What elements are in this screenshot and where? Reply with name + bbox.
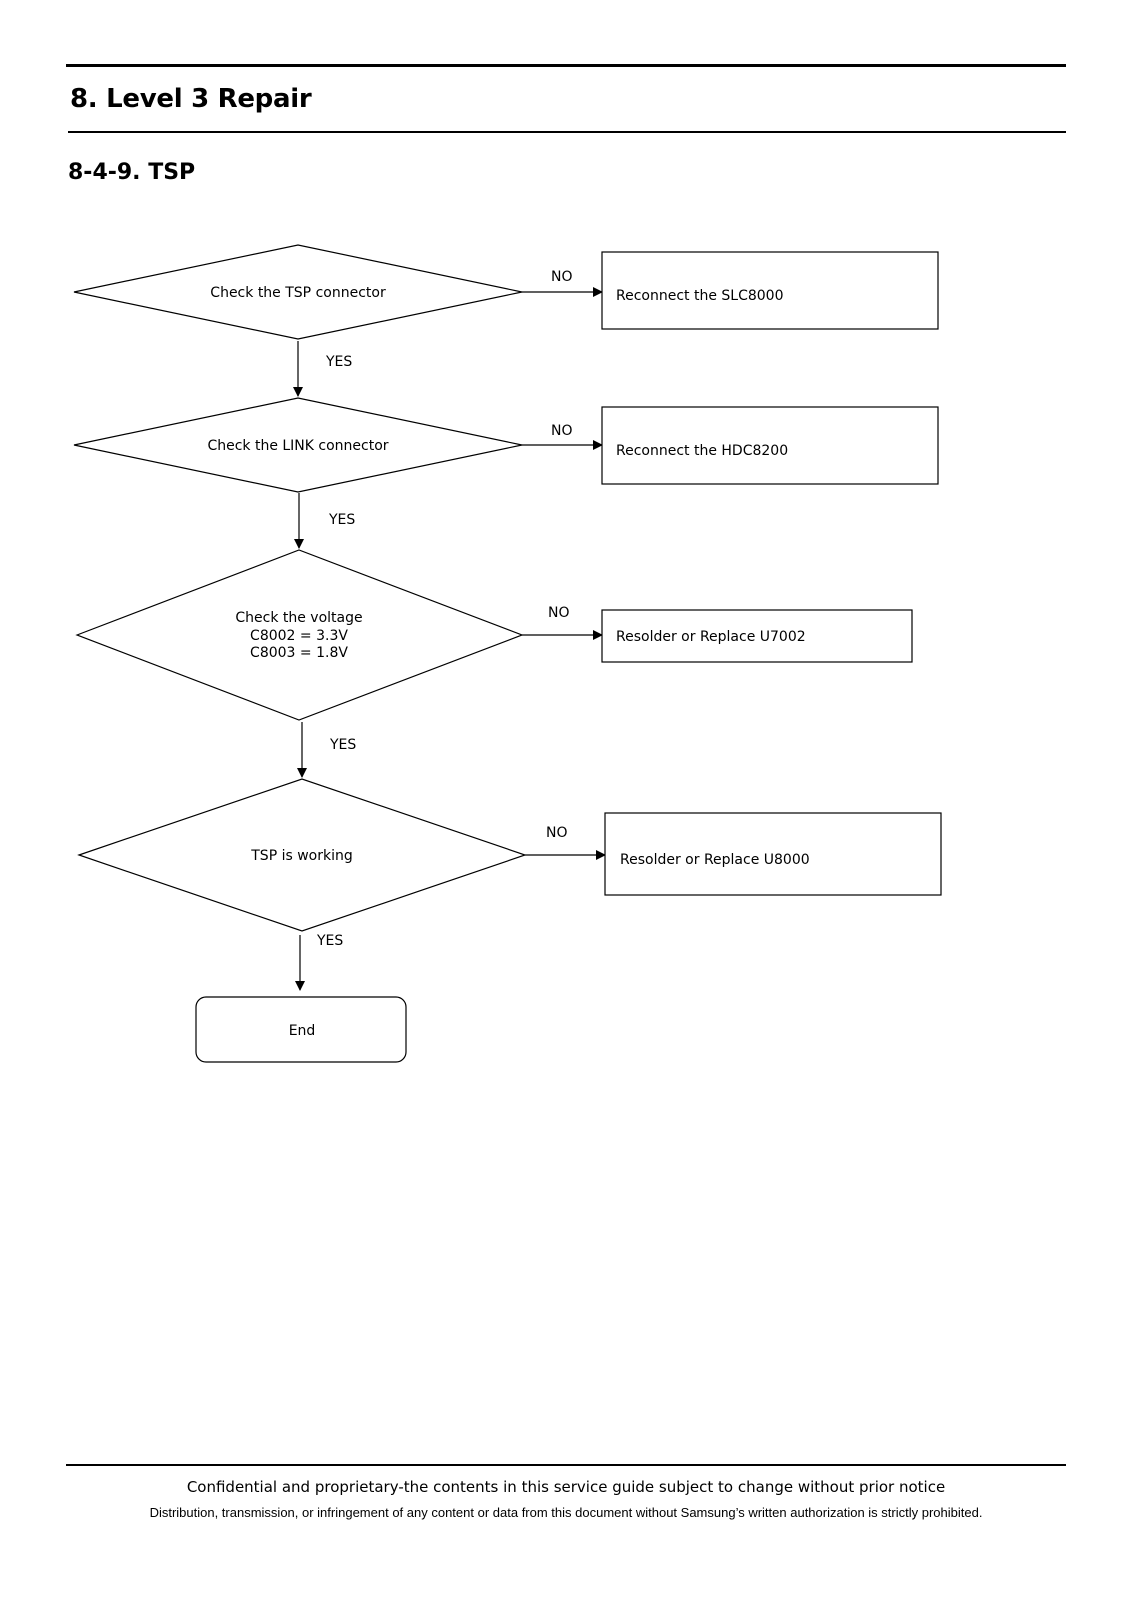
decision-voltage-label-line1: Check the voltage <box>235 610 362 626</box>
yes-label-2: YES <box>328 512 355 528</box>
action-reconnect-slc8000-label: Reconnect the SLC8000 <box>616 288 784 304</box>
decision-voltage-label-line2: C8002 = 3.3V <box>250 628 348 644</box>
action-reconnect-hdc8200-label: Reconnect the HDC8200 <box>616 443 788 459</box>
yes-label-4: YES <box>316 933 343 949</box>
no-label-3: NO <box>548 605 570 621</box>
action-box-reconnect-hdc8200 <box>601 406 939 485</box>
section-title: 8-4-9. TSP <box>68 160 196 185</box>
action-box-resolder-u7002 <box>601 609 913 663</box>
action-resolder-u7002-label: Resolder or Replace U7002 <box>616 629 806 645</box>
decision-tsp-working-label: TSP is working <box>250 848 353 864</box>
decision-link-connector-label: Check the LINK connector <box>207 438 388 454</box>
header-bottom-rule <box>68 131 1066 133</box>
end-terminator <box>195 996 407 1063</box>
action-box-resolder-u8000 <box>604 812 942 896</box>
chapter-title: 8. Level 3 Repair <box>70 84 312 114</box>
action-box-reconnect-slc8000 <box>601 251 939 330</box>
no-label-1: NO <box>551 269 573 285</box>
no-label-4: NO <box>546 825 568 841</box>
yes-label-1: YES <box>325 354 352 370</box>
yes-label-3: YES <box>329 737 356 753</box>
no-label-2: NO <box>551 423 573 439</box>
footer-rule <box>66 1464 1066 1466</box>
footer-distribution-notice: Distribution, transmission, or infringem… <box>149 1505 983 1520</box>
footer-confidential-notice: Confidential and proprietary-the content… <box>186 1478 946 1496</box>
end-label: End <box>289 1023 316 1039</box>
action-resolder-u8000-label: Resolder or Replace U8000 <box>620 852 810 868</box>
decision-voltage-label-line3: C8003 = 1.8V <box>250 645 348 661</box>
header-top-rule <box>66 64 1066 67</box>
decision-tsp-connector-label: Check the TSP connector <box>210 285 386 301</box>
